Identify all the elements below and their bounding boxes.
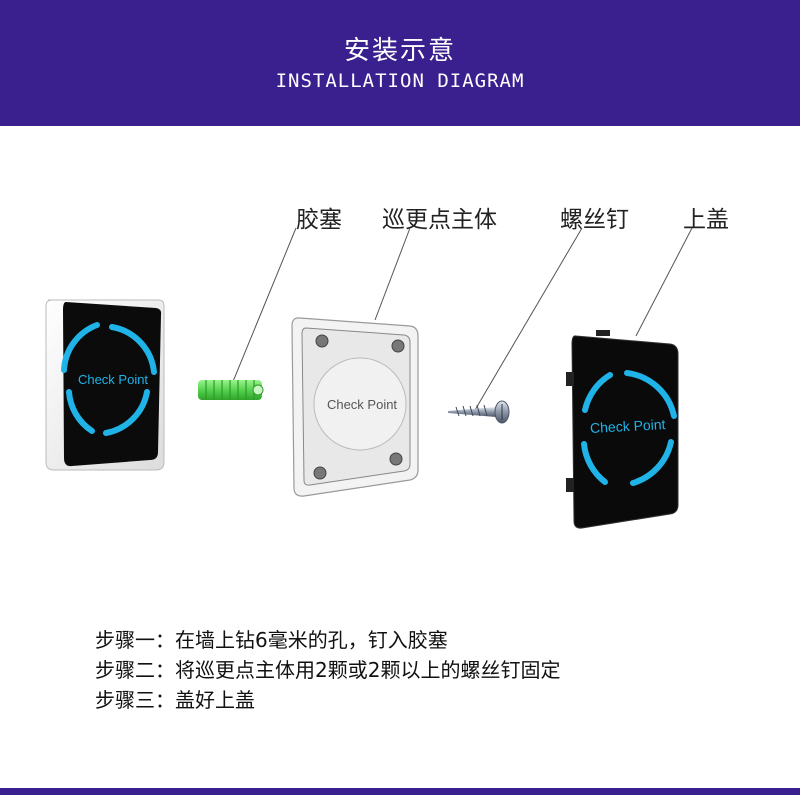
- installation-steps: 步骤一：在墙上钻6毫米的孔，钉入胶塞 步骤二：将巡更点主体用2颗或2颗以上的螺丝…: [95, 625, 560, 715]
- top-cover: Check Point: [566, 330, 679, 529]
- wall-anchor: [198, 380, 264, 400]
- assembled-device: Check Point: [45, 299, 165, 471]
- step-1: 步骤一：在墙上钻6毫米的孔，钉入胶塞: [95, 628, 448, 652]
- bottom-bar: [0, 788, 800, 795]
- label-screw: 螺丝钉: [560, 207, 629, 233]
- page-title: 安装示意: [343, 36, 456, 66]
- header-banner: 安装示意 INSTALLATION DIAGRAM: [0, 0, 800, 126]
- leader-line-body: [374, 227, 411, 321]
- screw: [448, 400, 510, 424]
- label-main-body: 巡更点主体: [382, 207, 497, 233]
- leader-line-screw: [474, 227, 583, 411]
- front-device-text: Check Point: [78, 372, 148, 387]
- page-subtitle: INSTALLATION DIAGRAM: [275, 70, 525, 92]
- label-anchor: 胶塞: [296, 207, 342, 233]
- label-cover: 上盖: [683, 207, 729, 233]
- body-device-text: Check Point: [327, 397, 397, 412]
- leader-line-cover: [635, 227, 693, 337]
- main-body-base: Check Point: [291, 317, 419, 497]
- installation-diagram: Check Point Check Point: [45, 227, 693, 529]
- leader-line-anchor: [231, 227, 297, 385]
- step-3: 步骤三：盖好上盖: [95, 688, 255, 712]
- step-2: 步骤二：将巡更点主体用2颗或2颗以上的螺丝钉固定: [95, 658, 561, 682]
- cover-device-text: Check Point: [590, 416, 666, 436]
